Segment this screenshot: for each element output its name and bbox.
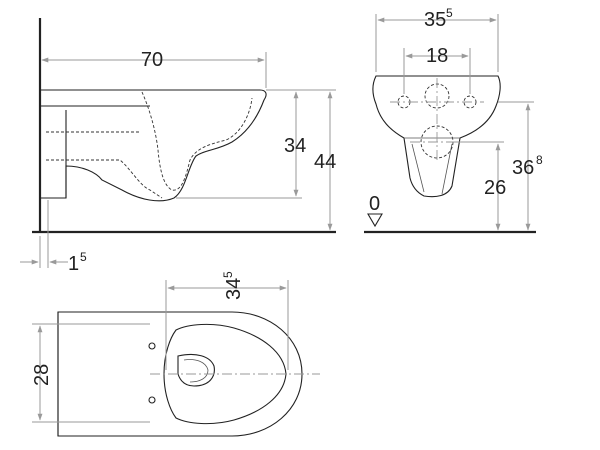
label-bowl-length-sup-group: 5 [221, 271, 235, 278]
label-width-sup: 5 [446, 6, 453, 20]
label-offset: 1 [68, 253, 79, 275]
floor-level-marker [367, 213, 383, 228]
label-bolt-spacing: 18 [426, 45, 448, 67]
label-outlet-height: 26 [484, 177, 506, 199]
label-offset-sup: 5 [80, 250, 87, 264]
label-bolt-span: 28 [31, 364, 53, 386]
label-bowl-length: 34 [223, 278, 245, 300]
label-rim-top: 36 [512, 157, 534, 179]
label-width: 35 [424, 9, 446, 31]
label-total-height: 44 [314, 151, 336, 173]
front-body-outline [372, 75, 501, 198]
top-view: 34 5 28 [31, 271, 320, 437]
front-view: 0 35 5 18 26 36 8 [364, 6, 543, 234]
label-length: 70 [141, 49, 163, 71]
label-rim-height: 34 [284, 135, 306, 157]
drain-inner-icon [183, 359, 209, 383]
hidden-trap-outline [46, 131, 163, 199]
label-floor-level: 0 [369, 193, 380, 215]
bolt-top-icon [148, 342, 156, 350]
bolt-bottom-icon [148, 396, 156, 404]
pan-outline [40, 89, 267, 202]
hidden-bowl-outline [141, 91, 253, 191]
label-rim-top-sup: 8 [536, 153, 543, 167]
label-bowl-length-sup: 5 [221, 271, 235, 278]
label-bowl-length-group: 34 [223, 278, 245, 300]
front-base-lines [411, 143, 453, 195]
side-view: 70 34 44 1 5 [20, 18, 336, 275]
drain-opening-icon [177, 353, 215, 387]
label-bolt-span-group: 28 [31, 364, 53, 386]
